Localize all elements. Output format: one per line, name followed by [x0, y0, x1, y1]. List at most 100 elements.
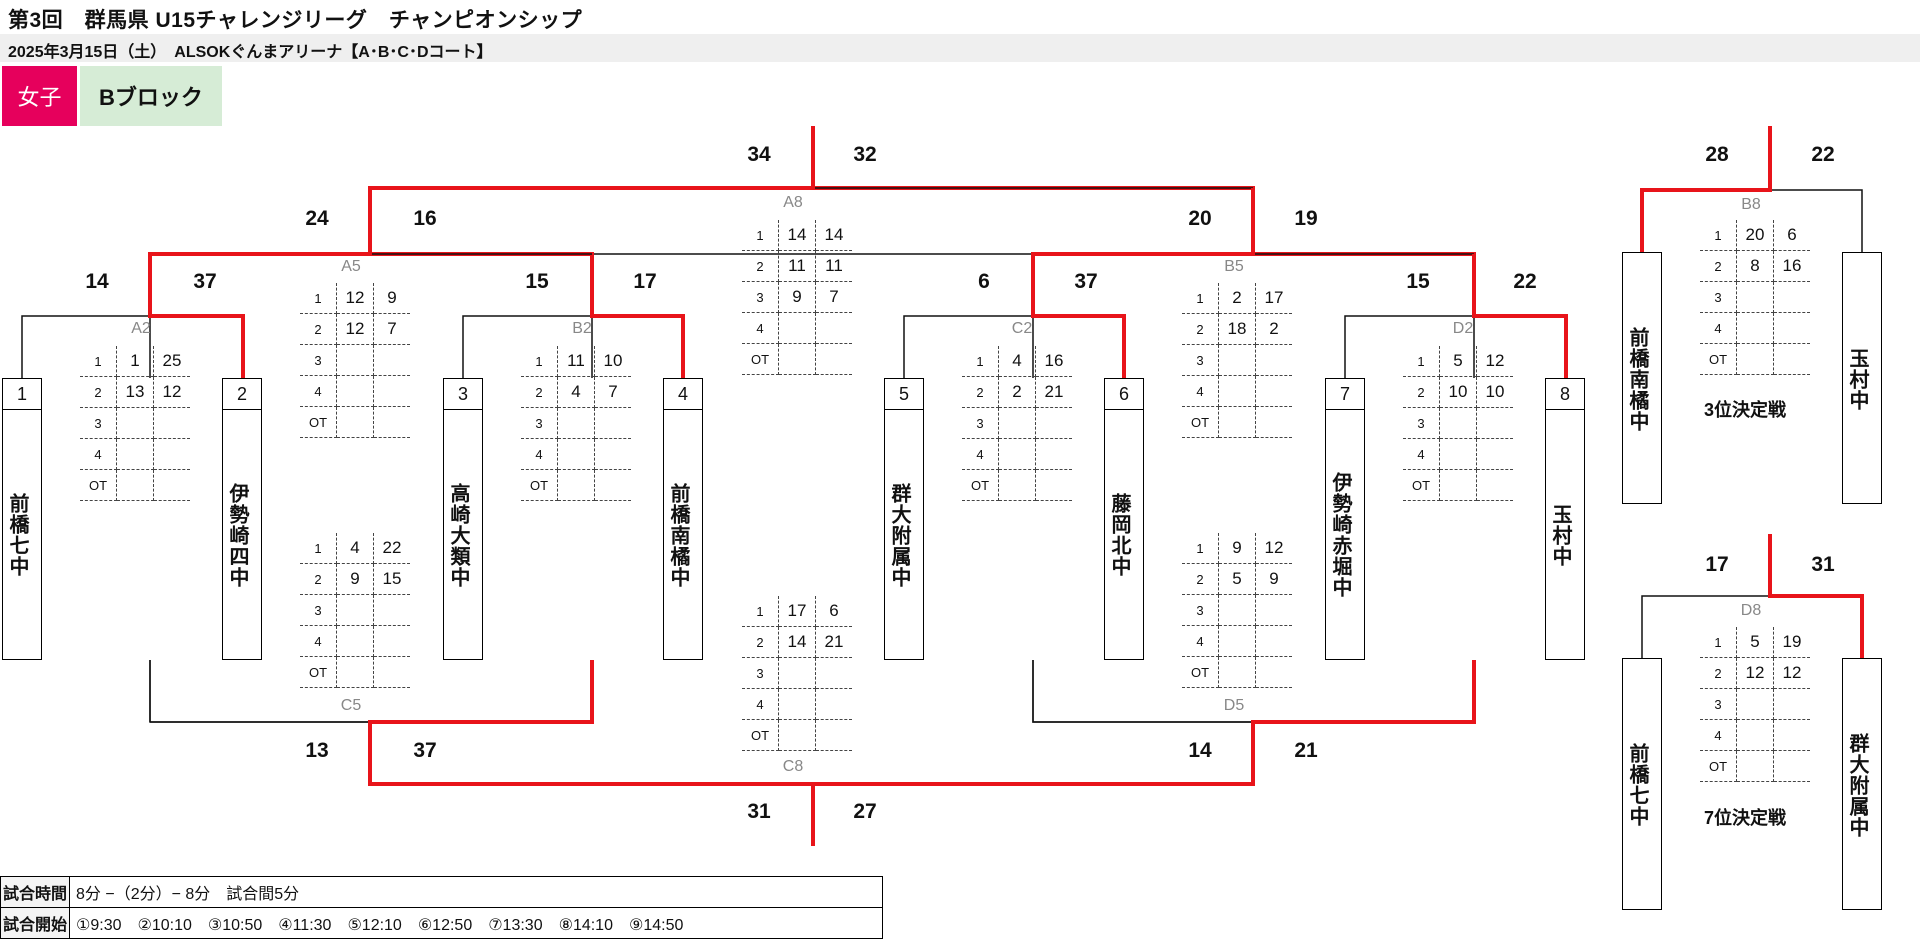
schedule-info-table: 試合時間 8分 −（2分）− 8分 試合間5分 試合開始 ①9:30 ②10:1…: [0, 876, 883, 939]
left-period-score: 5: [1736, 627, 1774, 658]
period-label: 2: [742, 250, 779, 282]
period-row: 3: [1403, 407, 1513, 439]
period-row: 4: [742, 312, 852, 344]
period-label: 4: [1700, 719, 1737, 751]
third-place-label: 3位決定戦: [1704, 400, 1787, 420]
period-row: OT: [300, 406, 410, 438]
right-period-score: 12: [153, 376, 190, 408]
team-name: 藤岡北中: [1108, 493, 1130, 577]
right-period-score: 17: [1255, 283, 1292, 314]
period-label: 3: [742, 657, 779, 689]
period-row: OT: [521, 469, 631, 501]
period-row: OT: [1700, 343, 1810, 375]
period-label: 1: [1182, 283, 1219, 314]
period-label: 2: [80, 376, 117, 408]
team-name: 前橋七中: [1626, 743, 1648, 827]
left-period-score: 8: [1736, 250, 1774, 282]
right-period-score: [1255, 625, 1292, 657]
left-period-score: [116, 407, 154, 439]
period-label: 3: [521, 407, 558, 439]
side-team-box: 前橋南橘中: [1622, 252, 1662, 504]
team-name: 群大附属中: [1846, 732, 1868, 838]
right-period-score: 11: [815, 250, 852, 282]
period-label: 2: [521, 376, 558, 408]
seventh-place-label: 7位決定戦: [1704, 808, 1787, 828]
period-label: 1: [742, 596, 779, 627]
left-period-score: 17: [778, 596, 816, 627]
right-period-score: [1255, 594, 1292, 626]
period-label: OT: [1700, 750, 1737, 782]
left-period-score: [1736, 688, 1774, 720]
left-period-score: 9: [1218, 533, 1256, 564]
right-period-score: 21: [1035, 376, 1072, 408]
right-period-score: [1476, 407, 1513, 439]
left-period-score: [116, 469, 154, 501]
right-period-score: 7: [594, 376, 631, 408]
right-period-score: 16: [1035, 346, 1072, 377]
period-label: 3: [1700, 281, 1737, 313]
period-label: 1: [80, 346, 117, 377]
right-period-score: [373, 656, 410, 688]
period-label: 3: [1403, 407, 1440, 439]
left-score: 15: [1406, 270, 1430, 293]
left-period-score: [1218, 344, 1256, 376]
right-period-score: 19: [1773, 627, 1810, 658]
right-period-score: [1476, 438, 1513, 470]
block-badge: Bブロック: [80, 66, 222, 126]
gender-badge: 女子: [2, 66, 77, 126]
left-period-score: 4: [336, 533, 374, 564]
right-period-score: [153, 469, 190, 501]
left-period-score: 2: [1218, 283, 1256, 314]
team-seed: 4: [664, 379, 702, 410]
period-row: 4: [300, 625, 410, 657]
right-score: 31: [1811, 553, 1835, 576]
match-code: A2: [131, 320, 151, 337]
right-period-score: 25: [153, 346, 190, 377]
left-period-score: [778, 657, 816, 689]
left-score: 17: [1705, 553, 1729, 576]
left-period-score: [336, 594, 374, 626]
left-period-score: [116, 438, 154, 470]
left-period-score: 12: [336, 313, 374, 345]
period-row: OT: [300, 656, 410, 688]
team-seed: 1: [3, 379, 41, 410]
left-period-score: [1736, 343, 1774, 375]
right-period-score: 10: [594, 346, 631, 377]
period-row: 3: [80, 407, 190, 439]
period-row: 4: [1182, 375, 1292, 407]
period-label: 2: [1182, 563, 1219, 595]
team-name: 高崎大類中: [447, 482, 469, 588]
left-score: 20: [1188, 207, 1212, 230]
period-row: 4: [742, 688, 852, 720]
right-period-score: [373, 594, 410, 626]
right-score: 37: [1074, 270, 1098, 293]
winner-path-line: [1031, 188, 1255, 378]
left-period-score: [336, 375, 374, 407]
right-period-score: 16: [1773, 250, 1810, 282]
left-period-score: [998, 438, 1036, 470]
bracket-line: [1032, 660, 1253, 723]
right-period-score: 2: [1255, 313, 1292, 345]
bracket-line: [149, 660, 814, 846]
right-period-score: [594, 438, 631, 470]
left-period-score: [1736, 281, 1774, 313]
period-row: 3: [1700, 281, 1810, 313]
right-period-score: [815, 312, 852, 344]
right-period-score: [1773, 719, 1810, 751]
right-period-score: 22: [373, 533, 410, 564]
match-start-value: ①9:30 ②10:10 ③10:50 ④11:30 ⑤12:10 ⑥12:50…: [69, 907, 883, 939]
